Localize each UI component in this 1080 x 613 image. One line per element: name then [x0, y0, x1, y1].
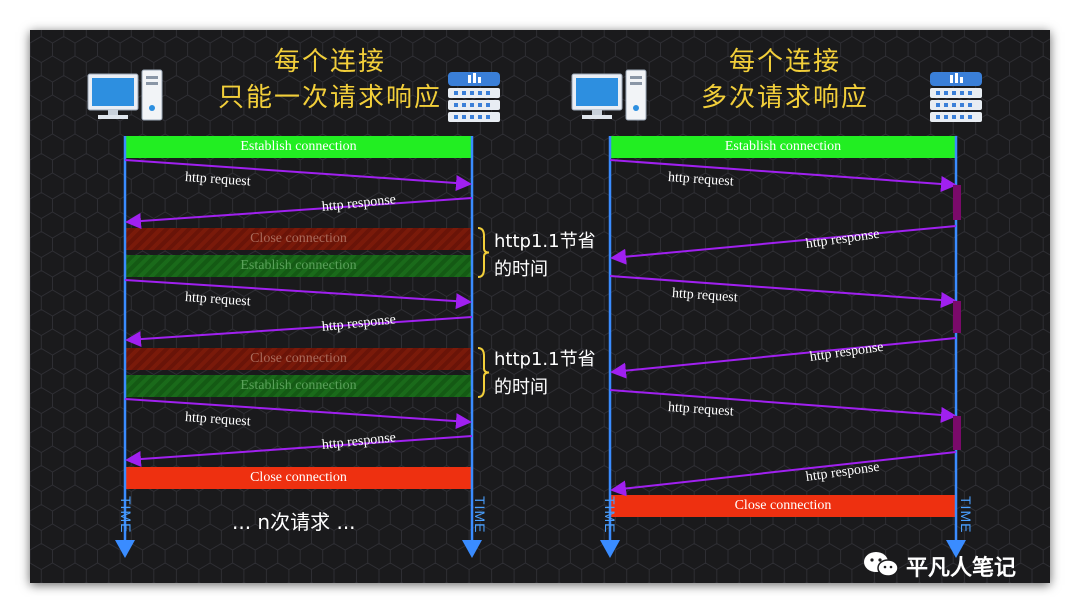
right-message-arrow-1: [609, 159, 957, 192]
right-client-timeline-arrowhead: [600, 540, 620, 558]
left-client-timeline-arrowhead: [115, 540, 135, 558]
left-establish-connection-bar-3: Establish connection: [125, 375, 472, 397]
right-message-arrow-6: [610, 451, 957, 497]
right-establish-connection-bar: Establish connection: [610, 136, 956, 158]
right-message-arrow-2: [610, 225, 957, 265]
bar-label: Establish connection: [240, 258, 357, 273]
server-processing-block-2: [953, 301, 961, 333]
left-message-arrow-4: [125, 316, 473, 348]
time-label-left-server: TIME: [472, 496, 488, 534]
left-title-line2: 只能一次请求响应: [217, 83, 442, 113]
left-establish-connection-bar-1: Establish connection: [125, 136, 472, 158]
left-server-timeline-arrowhead: [462, 540, 482, 558]
computer-icon: [571, 69, 647, 121]
watermark-text: 平凡人笔记: [906, 556, 1017, 581]
time-label-right-server: TIME: [958, 496, 974, 534]
brace-icon: [477, 347, 490, 398]
left-message-arrow-1: [124, 159, 472, 192]
server-processing-block-1: [953, 185, 961, 220]
bar-label: Establish connection: [240, 378, 357, 393]
bar-label: Close connection: [250, 231, 347, 246]
right-message-arrow-4: [610, 337, 957, 379]
right-title-line1: 每个连接: [728, 47, 841, 77]
note-line2: 的时间: [494, 259, 548, 280]
diagram-canvas: 每个连接 只能一次请求响应 Establish connec: [30, 30, 1050, 583]
right-message-arrow-3: [609, 275, 957, 308]
wechat-icon: [864, 552, 899, 577]
left-close-connection-bar-1: Close connection: [125, 228, 472, 250]
bar-label: Establish connection: [724, 139, 842, 154]
brace-icon: [477, 227, 490, 278]
time-label-right-client: TIME: [602, 496, 618, 534]
left-note-2: http1.1节省 的时间: [494, 346, 596, 402]
right-title-line2: 多次请求响应: [700, 83, 869, 113]
left-message-arrow-3: [124, 279, 472, 310]
left-title-line1: 每个连接: [273, 47, 386, 77]
left-message-arrow-5: [124, 398, 472, 430]
note-line2: 的时间: [494, 377, 548, 398]
right-message-arrow-5: [609, 389, 957, 423]
server-processing-block-3: [953, 416, 961, 450]
server-icon: [930, 72, 982, 122]
server-icon: [448, 72, 500, 122]
time-label-left-client: TIME: [118, 496, 134, 534]
left-message-arrow-2: [125, 197, 473, 230]
right-server-timeline-arrowhead: [946, 540, 966, 558]
bar-label: Close connection: [250, 351, 347, 366]
left-establish-connection-bar-2: Establish connection: [125, 255, 472, 277]
note-line1: http1.1节省: [494, 349, 596, 370]
right-title: 每个连接 多次请求响应: [690, 44, 880, 116]
right-close-connection-bar: Close connection: [610, 495, 956, 517]
left-close-connection-bar-final: Close connection: [125, 467, 472, 489]
left-close-connection-bar-2: Close connection: [125, 348, 472, 370]
computer-icon: [87, 69, 163, 121]
left-message-arrow-6: [125, 435, 473, 468]
left-title: 每个连接 只能一次请求响应: [180, 44, 480, 116]
bar-label: Close connection: [250, 470, 347, 485]
bar-label: Establish connection: [240, 139, 357, 154]
sequence-overlay: [115, 136, 966, 558]
left-note-1: http1.1节省 的时间: [494, 228, 596, 284]
left-footer-n-requests: ... n次请求 ...: [232, 510, 356, 534]
note-line1: http1.1节省: [494, 231, 596, 252]
bar-label: Close connection: [734, 498, 832, 513]
